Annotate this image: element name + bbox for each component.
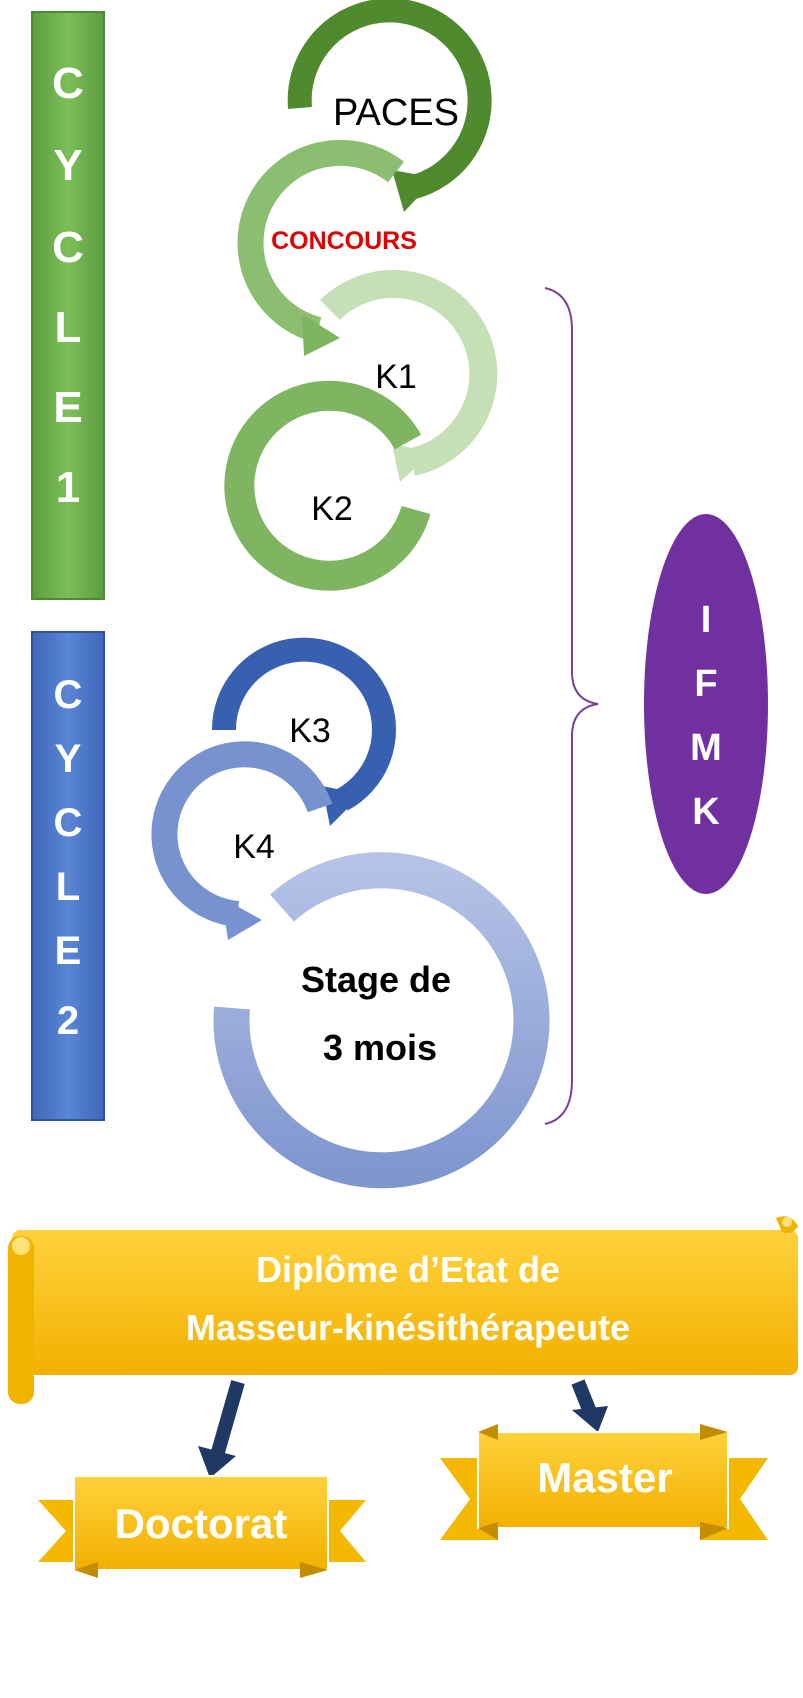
k1-circle-arrow: K1 (320, 269, 498, 482)
k3-label: K3 (289, 712, 331, 750)
cycle2-letter: L (56, 865, 80, 909)
ifmk-letter: F (694, 663, 717, 705)
cycle1-letter: C (52, 223, 84, 272)
k2-label: K2 (311, 490, 353, 528)
stage-label-line2: 3 mois (323, 1027, 437, 1068)
doctorat-label: Doctorat (115, 1500, 288, 1547)
stage-circle-arrow: Stage de 3 mois (213, 852, 550, 1189)
cycle2-letter: C (54, 801, 83, 845)
arrow-to-master (571, 1379, 608, 1432)
concours-circle-arrow: CONCOURS (237, 139, 417, 356)
cycle1-letter: L (55, 303, 82, 352)
k2-circle-arrow: K2 (224, 380, 431, 591)
cycle2-letter: Y (55, 737, 82, 781)
concours-label: CONCOURS (271, 227, 417, 255)
master-label: Master (537, 1454, 672, 1501)
ifmk-letter: M (690, 727, 722, 769)
diploma-line2: Masseur-kinésithérapeute (186, 1307, 630, 1348)
cycle2-letter: E (55, 929, 82, 973)
doctorat-ribbon: Doctorat (38, 1475, 366, 1578)
paces-circle-arrow: PACES (287, 0, 492, 212)
paces-label: PACES (333, 92, 459, 134)
cycle2-bar: C Y C L E 2 (31, 631, 105, 1121)
ifmk-letter: K (692, 791, 720, 833)
ifmk-brace (544, 287, 599, 1125)
cycle2-letter: 2 (57, 999, 79, 1043)
cycle1-letter: Y (53, 141, 82, 190)
arrow-to-doctorat (198, 1380, 245, 1478)
diploma-scroll: Diplôme d’Etat de Masseur-kinésithérapeu… (8, 1216, 798, 1404)
k3-circle-arrow: K3 (211, 637, 396, 826)
k4-circle-arrow: K4 (151, 741, 333, 940)
stage-label-line1: Stage de (301, 959, 451, 1000)
cycle1-letter: E (53, 383, 82, 432)
ifmk-badge: I F M K (644, 514, 768, 894)
ifmk-letter: I (701, 599, 712, 641)
cycle2-letter: C (54, 673, 83, 717)
cycle1-letter: C (52, 59, 84, 108)
k4-label: K4 (233, 828, 275, 866)
diploma-line1: Diplôme d’Etat de (256, 1249, 560, 1290)
cycle1-bar: C Y C L E 1 (31, 11, 105, 600)
master-ribbon: Master (440, 1424, 768, 1540)
cycle1-letter: 1 (56, 463, 80, 512)
k1-label: K1 (375, 358, 417, 396)
